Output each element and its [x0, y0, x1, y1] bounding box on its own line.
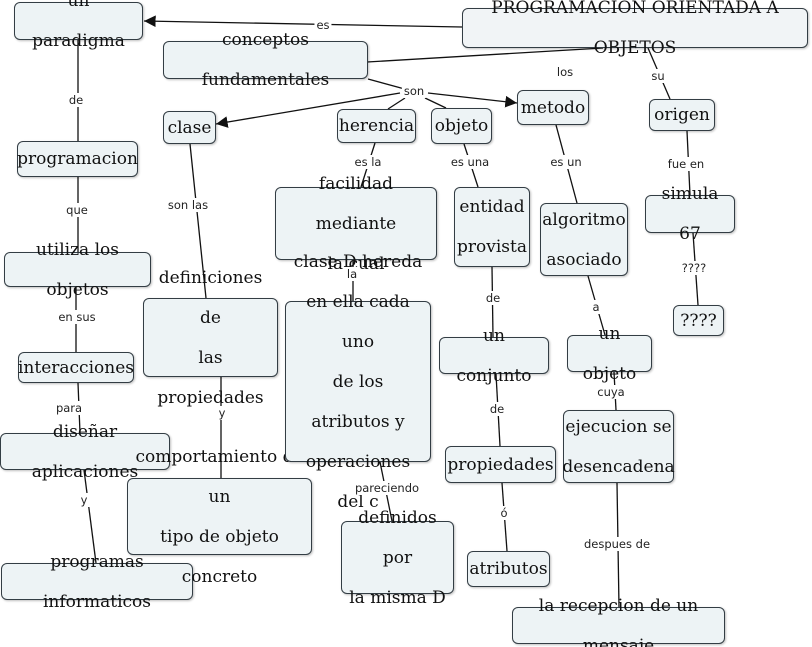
- node-herencia[interactable]: herencia: [337, 109, 416, 143]
- node-programas[interactable]: programas informaticos: [1, 552, 193, 612]
- link-label-son-las: son las: [165, 198, 211, 212]
- link-label-es-un: es un: [548, 155, 584, 169]
- link-label-es-la: es la: [352, 155, 384, 169]
- node-facilidad[interactable]: facilidad mediante la cual: [275, 174, 437, 274]
- link-label-de2: de: [483, 291, 503, 305]
- edge-son-metodo: [427, 92, 518, 108]
- node-comportamiento[interactable]: comportamiento de un tipo de objeto conc…: [127, 447, 312, 587]
- link-label-los: los: [554, 65, 576, 79]
- node-algoritmo[interactable]: algoritmo asociado: [540, 203, 628, 276]
- node-conceptos[interactable]: conceptos fundamentales: [163, 30, 368, 90]
- node-definiciones[interactable]: definiciones de las propiedades: [143, 268, 278, 408]
- node-clase-d[interactable]: clase D hereda en ella cada uno de los a…: [285, 252, 431, 512]
- link-label-de: de: [66, 93, 86, 107]
- link-label-y1: y: [78, 493, 90, 507]
- node-objeto[interactable]: objeto: [431, 108, 492, 144]
- link-label-fue-en: fue en: [665, 157, 707, 171]
- node-conjunto[interactable]: un conjunto: [439, 326, 549, 386]
- link-label-a: a: [590, 300, 602, 314]
- node-interacciones[interactable]: interacciones: [18, 352, 134, 383]
- node-programacion[interactable]: programacion: [17, 141, 138, 177]
- node-atributos[interactable]: atributos: [467, 551, 550, 587]
- node-utiliza[interactable]: utiliza los objetos: [4, 240, 151, 300]
- link-label-pareciendo: pareciendo: [352, 481, 422, 495]
- link-label-para: para: [53, 401, 85, 415]
- node-entidad[interactable]: entidad provista: [454, 187, 530, 267]
- link-label-de3: de: [487, 402, 507, 416]
- edge-son-clase: [215, 92, 401, 128]
- node-metodo[interactable]: metodo: [517, 90, 589, 125]
- edge-son-objeto: [424, 97, 447, 109]
- link-label-y2: y: [216, 406, 228, 420]
- edge-root-conceptos: [366, 47, 604, 63]
- node-definidos[interactable]: definidos por la misma D: [341, 508, 454, 608]
- node-un-objeto[interactable]: un objeto: [567, 324, 652, 384]
- link-label-su: su: [649, 69, 667, 83]
- node-ejecucion[interactable]: ejecucion se desencadena: [562, 410, 675, 483]
- edge-clase-definiciones: [189, 143, 207, 299]
- node-disenar[interactable]: diseñar aplicaciones: [0, 422, 170, 482]
- link-label-cuya: cuya: [595, 385, 627, 399]
- link-label-question: ????: [679, 261, 709, 275]
- node-propiedades[interactable]: propiedades: [445, 446, 556, 483]
- node-simula[interactable]: simula 67: [645, 184, 735, 244]
- edge-root-paradigma: [143, 15, 463, 28]
- edge-disenar-programas: [83, 469, 97, 564]
- node-recepcion[interactable]: la recepcion de un mensaje: [512, 596, 725, 647]
- link-label-es: es: [314, 18, 332, 32]
- node-clase[interactable]: clase: [163, 111, 216, 144]
- link-label-que: que: [64, 203, 90, 217]
- edge-son-herencia: [387, 97, 406, 110]
- link-label-en-sus: en sus: [56, 310, 98, 324]
- node-question[interactable]: ????: [673, 305, 724, 336]
- node-paradigma[interactable]: un paradigma: [14, 0, 143, 51]
- node-origen[interactable]: origen: [649, 99, 715, 131]
- link-label-es-una: es una: [448, 155, 492, 169]
- link-label-son: son: [401, 84, 427, 98]
- link-label-la: la: [344, 267, 360, 281]
- link-label-despues-de: despues de: [581, 537, 653, 551]
- link-label-o: ó: [498, 506, 510, 520]
- root-node-title[interactable]: PROGRAMACIÓN ORIENTADA A OBJETOS: [462, 0, 808, 58]
